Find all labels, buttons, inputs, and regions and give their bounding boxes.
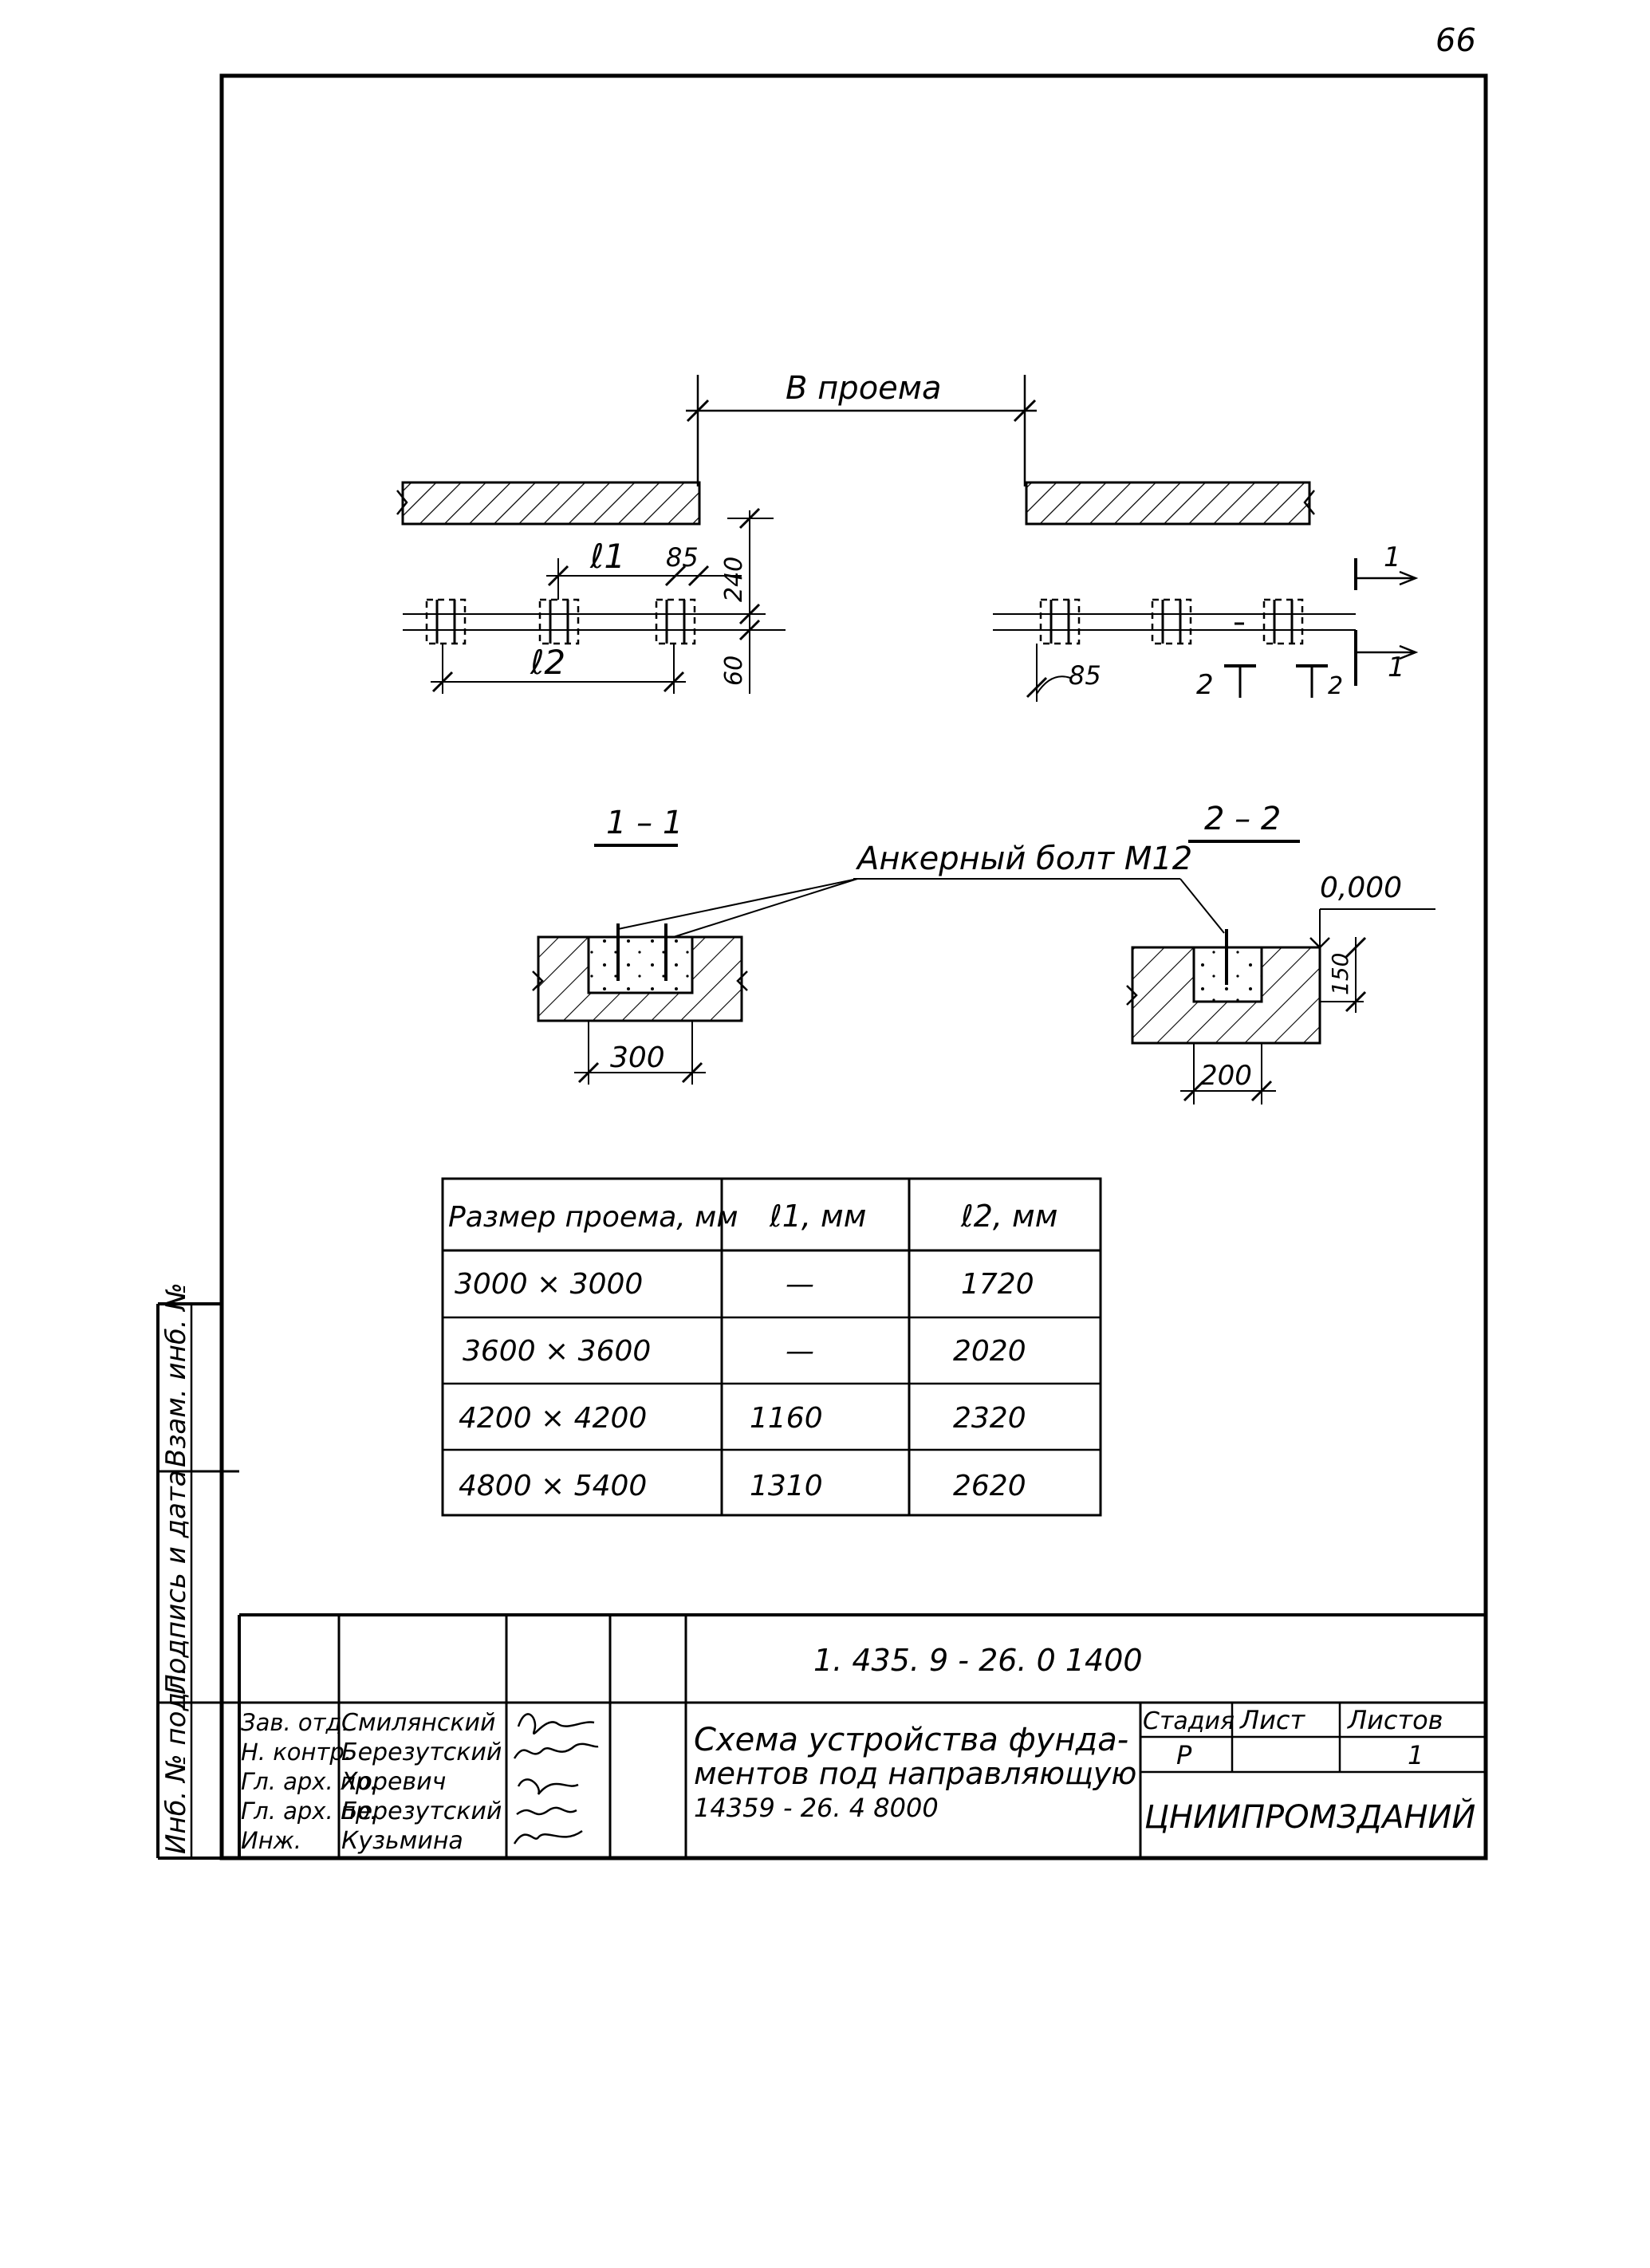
stage-header: Стадия: [1143, 1707, 1235, 1735]
sheets-header: Листов: [1347, 1705, 1443, 1735]
table-cell: 4200 × 4200: [459, 1402, 647, 1435]
label-l2: ℓ2: [530, 643, 565, 682]
drawing-title-line: Схема устройства фунда-: [694, 1722, 1128, 1758]
table-cell: 2020: [953, 1335, 1026, 1368]
person-name: Хоревич: [340, 1768, 446, 1796]
role-label: Инж.: [241, 1827, 301, 1854]
dim-150: 150: [1327, 953, 1353, 995]
role-label: Гл. арх. пр.: [241, 1768, 378, 1795]
sheet-number: 66: [1435, 22, 1476, 59]
dimensions-table: Размер проема, мм ℓ1, мм ℓ2, мм 3000 × 3…: [441, 1177, 1102, 1517]
dim-200: 200: [1200, 1060, 1252, 1092]
sheets-value: 1: [1408, 1740, 1424, 1770]
opening-label: В проема: [786, 370, 941, 407]
role-label: Гл. арх. пр.: [241, 1797, 378, 1825]
person-name: Березутский: [341, 1797, 502, 1825]
drawing-code: 1. 435. 9 - 26. 0 1400: [813, 1643, 1143, 1678]
table-cell: —: [786, 1335, 814, 1368]
dim-85-right: 85: [1069, 660, 1101, 691]
level-mark: 0,000: [1320, 872, 1402, 904]
table-cell: —: [786, 1268, 814, 1301]
dim-300: 300: [610, 1041, 665, 1074]
table-cell: 3600 × 3600: [463, 1335, 651, 1368]
drawing-title-line: ментов под направляющую: [694, 1756, 1136, 1791]
dim-60: 60: [720, 656, 748, 686]
table-header-l2: ℓ2, мм: [960, 1199, 1057, 1234]
section-2-title: 2 – 2: [1204, 801, 1281, 837]
table-cell: 1720: [961, 1268, 1034, 1301]
dim-85-left: 85: [666, 542, 699, 573]
plan-view: В проема: [396, 370, 1419, 702]
section-1-title: 1 – 1: [606, 805, 683, 841]
person-name: Кузьмина: [341, 1827, 463, 1855]
sheet-header: Лист: [1239, 1705, 1305, 1735]
table-header-size: Размер проема, мм: [448, 1201, 738, 1234]
anchor-bolt-label: Анкерный болт М12: [855, 841, 1192, 877]
cut-2-right: 2: [1328, 672, 1343, 700]
table-cell: 1310: [750, 1470, 823, 1502]
table-cell: 3000 × 3000: [455, 1268, 643, 1301]
cut-1-top: 1: [1384, 541, 1401, 573]
organization: ЦНИИПРОМЗДАНИЙ: [1144, 1797, 1475, 1836]
table-cell: 1160: [750, 1402, 823, 1435]
person-name: Смилянский: [341, 1709, 496, 1737]
signatures: [513, 1713, 599, 1845]
title-block: 1. 435. 9 - 26. 0 1400 Зав. отд. Н. конт…: [238, 1613, 1486, 1858]
sections: 1 – 1 2 – 2 Анкерный болт М12 300: [532, 801, 1435, 1104]
side-stamp-signature-date: Подпись и дата: [160, 1470, 192, 1695]
table-header-l1: ℓ1, мм: [769, 1199, 866, 1234]
table-cell: 4800 × 5400: [459, 1470, 647, 1502]
role-label: Н. контр.: [241, 1738, 352, 1766]
person-name: Березутский: [341, 1738, 502, 1766]
cut-2-left: 2: [1196, 669, 1214, 701]
sheet-frame: [156, 73, 1488, 1860]
table-cell: 2320: [953, 1402, 1026, 1435]
cut-1-bottom: 1: [1388, 652, 1405, 683]
stage-value: Р: [1176, 1740, 1192, 1770]
table-cell: 2620: [953, 1470, 1026, 1502]
side-stamp-inv-podl: Инб. № подл.: [160, 1667, 192, 1855]
role-label: Зав. отд.: [241, 1709, 349, 1736]
drawing-title-line: 14359 - 26. 4 8000: [694, 1793, 939, 1823]
label-l1: ℓ1: [589, 537, 625, 576]
side-stamp-vzam-inv: Взам. инб. №: [160, 1282, 192, 1467]
dim-240: 240: [720, 557, 748, 602]
